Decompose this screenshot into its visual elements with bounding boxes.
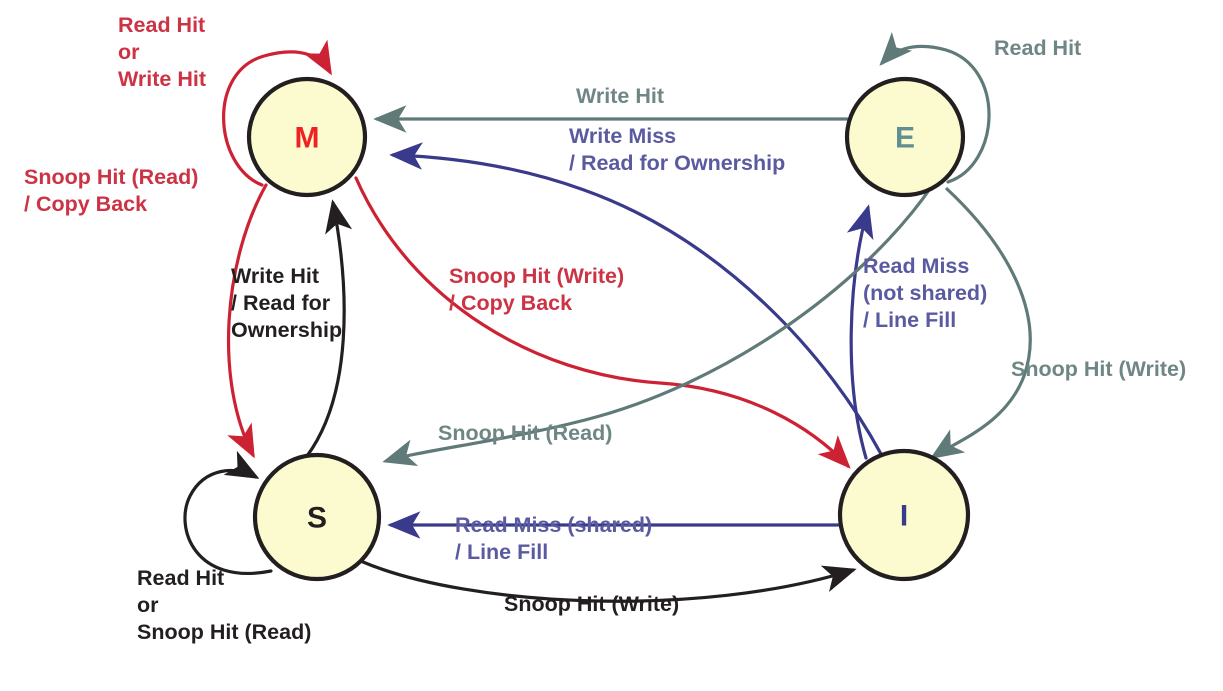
state-node-i[interactable]: I <box>837 448 971 582</box>
state-node-s[interactable]: S <box>252 452 382 582</box>
edge-e-to-i <box>929 187 1032 460</box>
state-label-s: S <box>307 502 327 535</box>
edge-label-line: / Read for Ownership <box>569 151 785 175</box>
edge-label-line: Read Hit <box>137 566 224 590</box>
edge-label-line: Write Miss <box>569 124 676 148</box>
edge-e-to-s <box>382 184 934 467</box>
edge-label-line: / Copy Back <box>449 291 572 315</box>
edge-label-line: / Line Fill <box>455 540 548 564</box>
edge-label-line: Write Hit <box>576 84 664 108</box>
edge-label-line: / Line Fill <box>863 308 956 332</box>
edge-label-line: (not shared) <box>863 281 987 305</box>
state-label-e: E <box>895 122 915 155</box>
edge-label-line: Snoop Hit (Read) <box>24 165 198 189</box>
state-circle-s <box>252 452 382 582</box>
edge-label-s-to-i: Snoop Hit (Write) <box>504 592 679 616</box>
edge-label-line: or <box>118 40 140 64</box>
edge-label-e-to-s: Snoop Hit (Read) <box>438 421 612 445</box>
state-circle-i <box>837 448 971 582</box>
state-label-i: I <box>900 500 908 533</box>
edge-label-line: or <box>137 593 159 617</box>
edge-label-line: Snoop Hit (Write) <box>504 592 679 616</box>
edge-label-e-to-m: Write Hit <box>576 84 664 108</box>
edge-s-to-m <box>305 199 353 458</box>
state-circle-m <box>246 76 368 198</box>
state-circle-e <box>844 76 966 198</box>
state-label-m: M <box>295 122 320 155</box>
edge-label-i-to-e: Read Miss (not shared) / Line Fill <box>863 254 987 332</box>
edge-i-to-e <box>846 204 874 460</box>
edge-s-to-i <box>361 560 857 603</box>
edge-label-line: / Copy Back <box>24 192 147 216</box>
edge-e-self <box>879 32 991 184</box>
state-node-m[interactable]: M <box>246 76 368 198</box>
edge-i-to-m <box>389 142 883 456</box>
edge-label-line: Read Miss <box>863 254 969 278</box>
edge-label-line: Snoop Hit (Write) <box>1011 357 1186 381</box>
edge-label-m-to-s: Snoop Hit (Read) / Copy Back <box>24 165 198 216</box>
edge-m-self <box>222 39 332 187</box>
edge-label-line: Write Hit <box>118 67 206 91</box>
edge-label-i-to-m: Write Miss / Read for Ownership <box>569 124 785 175</box>
state-node-e[interactable]: E <box>844 76 966 198</box>
edge-label-line: Snoop Hit (Write) <box>449 264 624 288</box>
edge-label-line: Write Hit <box>231 264 319 288</box>
edge-m-to-i <box>354 176 851 469</box>
edge-label-line: / Read for <box>231 291 331 315</box>
edge-s-self <box>183 450 273 575</box>
edge-label-m-to-i: Snoop Hit (Write) / Copy Back <box>449 264 624 315</box>
edge-label-e-to-i: Snoop Hit (Write) <box>1011 357 1186 381</box>
edge-m-to-s <box>226 183 268 459</box>
edge-label-line: Read Miss (shared) <box>455 513 652 537</box>
edge-label-line: Ownership <box>231 318 342 342</box>
edge-label-line: Read Hit <box>994 36 1081 60</box>
edge-label-e-self: Read Hit <box>994 36 1081 60</box>
edge-label-line: Snoop Hit (Read) <box>137 620 311 644</box>
edge-label-i-to-s: Read Miss (shared) / Line Fill <box>455 513 652 564</box>
edge-label-line: Read Hit <box>118 13 205 37</box>
edge-label-line: Snoop Hit (Read) <box>438 421 612 445</box>
